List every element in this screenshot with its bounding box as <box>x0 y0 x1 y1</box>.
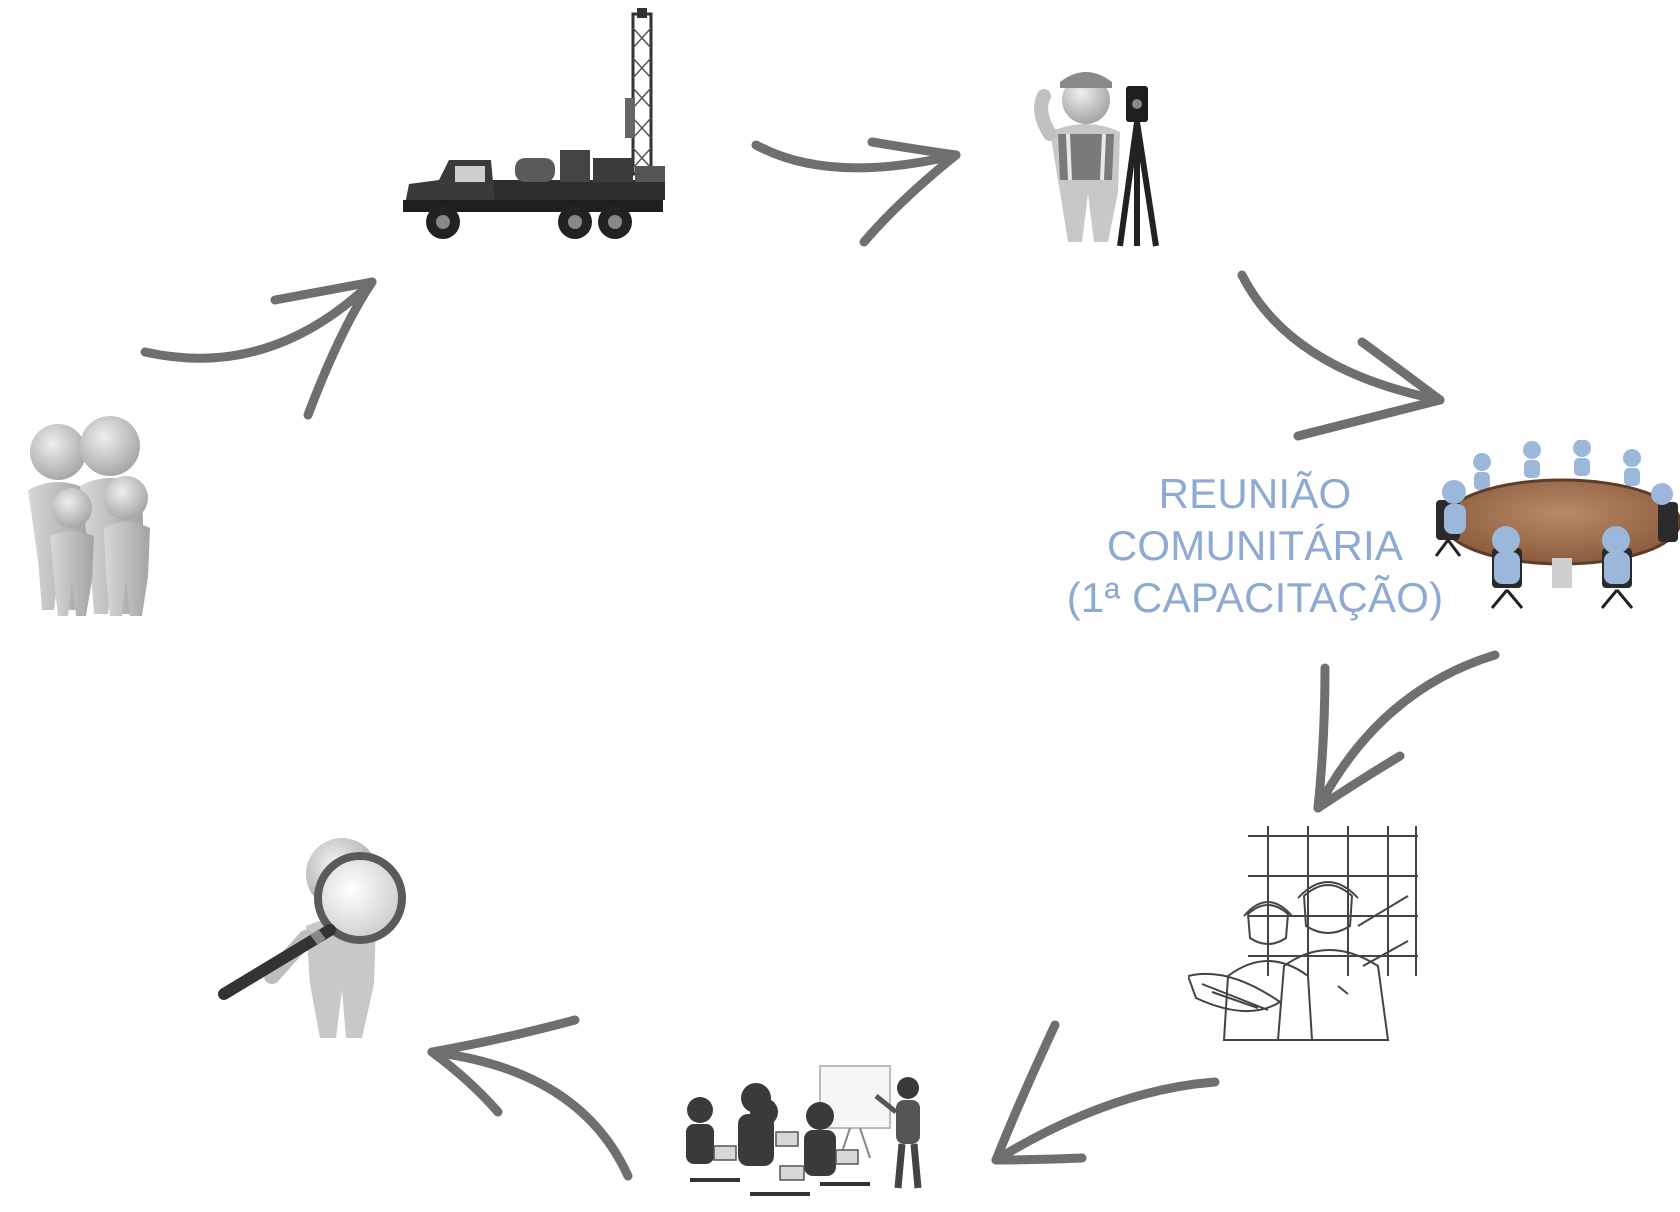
family-node <box>10 410 170 620</box>
surveyor-icon <box>1034 72 1159 247</box>
engineers-sketch-icon <box>1188 826 1418 1041</box>
drilling-rig-truck-icon <box>403 8 665 239</box>
caption-line-1: REUNIÃO <box>1158 470 1352 517</box>
magnifier-inspector-icon <box>218 838 406 1038</box>
meeting-node <box>1432 440 1680 620</box>
arrow-surveyor-to-meeting <box>1237 270 1445 441</box>
meeting-caption: REUNIÃO COMUNITÁRIA (1ª CAPACITAÇÃO) <box>1045 468 1465 624</box>
meeting-table-icon <box>1434 440 1680 609</box>
engineers-node <box>1188 826 1418 1046</box>
arrow-engineers-to-classroom <box>991 1020 1220 1165</box>
arrow-meeting-to-engineers <box>1313 650 1500 813</box>
arrow-truck-to-surveyor <box>751 137 961 247</box>
caption-line-3: (1ª CAPACITAÇÃO) <box>1066 574 1444 621</box>
inspector-node <box>210 834 420 1044</box>
caption-line-2: COMUNITÁRIA <box>1106 522 1404 569</box>
classroom-icon <box>686 1065 922 1196</box>
classroom-node <box>680 1062 930 1212</box>
arrow-family-to-truck <box>140 277 377 420</box>
drilling-rig-node <box>395 8 685 248</box>
surveyor-node <box>1020 62 1190 252</box>
family-icon <box>28 416 150 616</box>
arrow-classroom-to-inspector <box>427 1015 633 1181</box>
